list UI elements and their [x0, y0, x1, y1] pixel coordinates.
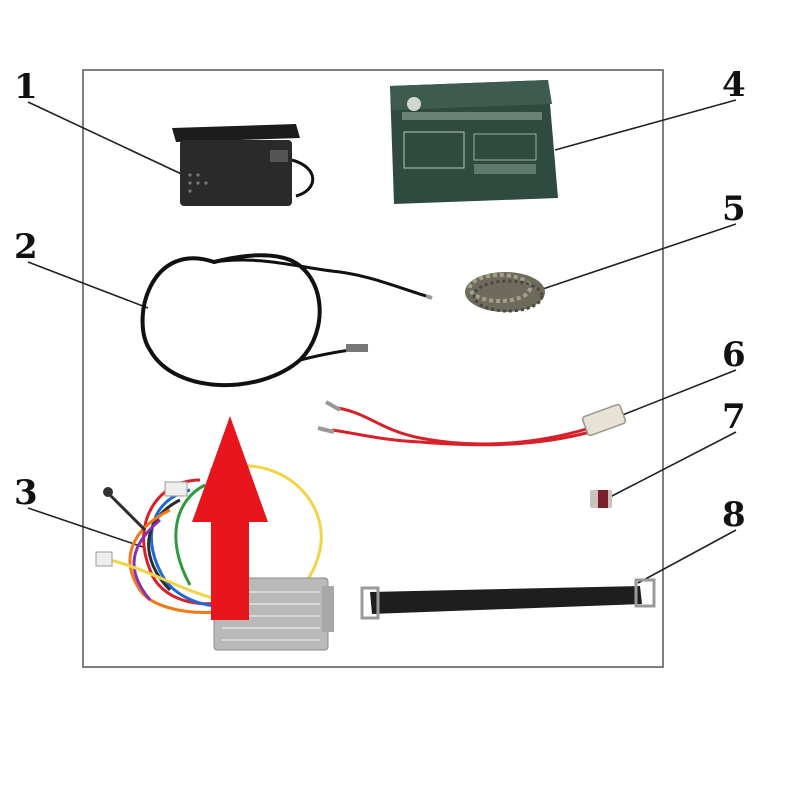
fuse-icon — [590, 490, 612, 508]
wiring-harness-icon — [317, 400, 627, 447]
battery-strap-icon — [360, 578, 656, 620]
chain-icon — [465, 272, 545, 313]
leader-line-7 — [609, 431, 737, 498]
callout-number-1: 1 — [14, 67, 38, 107]
battery-icon — [390, 80, 558, 204]
callout-number-2: 2 — [14, 227, 38, 267]
leader-line-1 — [27, 101, 191, 179]
leader-line-4 — [554, 99, 737, 151]
leader-line-6 — [614, 369, 737, 419]
callout-number-7: 7 — [722, 397, 746, 437]
callout-number-6: 6 — [722, 335, 746, 375]
leader-line-2 — [27, 261, 149, 309]
parts-panel-frame — [82, 69, 664, 668]
leader-lines — [27, 99, 737, 584]
brake-cable-icon — [140, 253, 433, 387]
up-arrow-icon — [192, 416, 268, 620]
motor-controller-icon — [95, 464, 334, 651]
callout-number-4: 4 — [722, 65, 746, 105]
remote-receiver-icon — [172, 124, 315, 206]
leader-line-3 — [27, 507, 144, 548]
leader-line-8 — [637, 529, 737, 584]
callout-number-3: 3 — [14, 473, 38, 513]
leader-line-5 — [521, 223, 737, 297]
callout-number-5: 5 — [722, 189, 746, 229]
callout-number-8: 8 — [722, 495, 746, 535]
callout-labels: 1 2 3 4 5 6 7 8 — [14, 65, 746, 535]
